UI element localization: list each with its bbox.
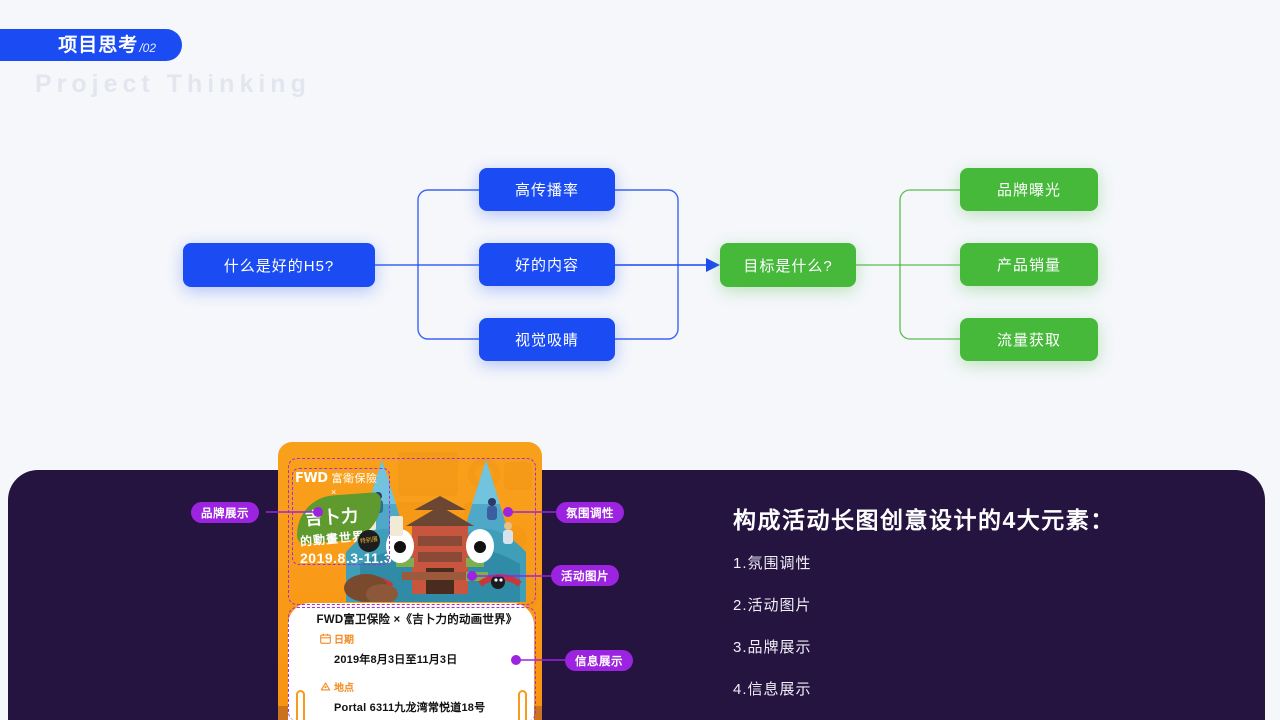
section-badge-number: /02 [139,41,156,55]
flow-arrow-icon [706,258,720,272]
list-item: 1.氛围调性 [733,555,812,572]
date-label: 日期 [334,635,354,646]
poster-illustration [344,460,526,602]
place-value: Portal 6311九龙湾常悦道18号 [334,702,486,714]
info-field-date: 日期 2019年8月3日至11月3日 [320,631,457,667]
info-card-title: FWD富卫保险 ×《吉卜力的动画世界》 [316,614,518,626]
list-item: 3.品牌展示 [733,639,812,656]
flow-node-root[interactable]: 什么是好的H5? [183,243,375,287]
list-item: 4.信息展示 [733,681,812,698]
info-field-place: 地点 Portal 6311九龙湾常悦道18号 [320,679,485,715]
flow-node-goal[interactable]: 目标是什么? [720,243,856,287]
place-label: 地点 [334,683,354,694]
flow-connectors [375,189,960,340]
card-accent-bar-left [296,690,305,720]
poster-brand-row: FWD 富衛保險 [295,470,378,486]
panel-element-list: 1.氛围调性 2.活动图片 3.品牌展示 4.信息展示 [733,552,1133,720]
annotation-label-photo[interactable]: 活动图片 [551,565,619,586]
fwd-brand-name: 富衛保險 [331,473,378,485]
fwd-logo: FWD [295,470,328,486]
flow-node-green-2[interactable]: 产品销量 [960,243,1098,286]
section-badge: 项目思考/02 [0,29,182,61]
annotation-dot-brand [313,507,323,517]
poster-info-card [288,603,534,720]
flow-node-blue-2[interactable]: 好的内容 [479,243,615,286]
dashed-region-activity-image [288,458,536,605]
flow-diagram: 什么是好的H5? 高传播率 好的内容 视觉吸睛 目标是什么? 品牌曝光 产品销量… [183,168,1098,361]
flow-node-blue-1[interactable]: 高传播率 [479,168,615,211]
dashed-region-info [288,607,536,720]
card-accent-bar-right [518,690,527,720]
list-item: 2.活动图片 [733,597,812,614]
annotation-dot-mood [503,507,513,517]
annotation-leader-lines [266,507,565,665]
date-value: 2019年8月3日至11月3日 [334,654,458,666]
annotation-label-info[interactable]: 信息展示 [565,650,633,671]
poster-cross-symbol: × [331,487,337,497]
calendar-icon [320,633,331,644]
flow-node-green-1[interactable]: 品牌曝光 [960,168,1098,211]
annotation-dot-info [511,655,521,665]
place-label-row: 地点 [320,679,485,694]
poster-date-range: 2019.8.3-11.3 [300,550,393,566]
section-badge-title: 项目思考 [58,34,139,56]
location-icon [320,682,331,691]
annotation-label-mood[interactable]: 氛围调性 [556,502,624,523]
flow-node-green-3[interactable]: 流量获取 [960,318,1098,361]
panel-title: 构成活动长图创意设计的4大元素： [733,507,1115,533]
date-label-row: 日期 [320,631,457,646]
annotation-dot-photo [467,571,477,581]
annotation-label-brand[interactable]: 品牌展示 [191,502,259,523]
dashed-region-brand [292,468,390,565]
section-subtitle: Project Thinking [35,70,311,98]
flow-node-blue-3[interactable]: 视觉吸睛 [479,318,615,361]
